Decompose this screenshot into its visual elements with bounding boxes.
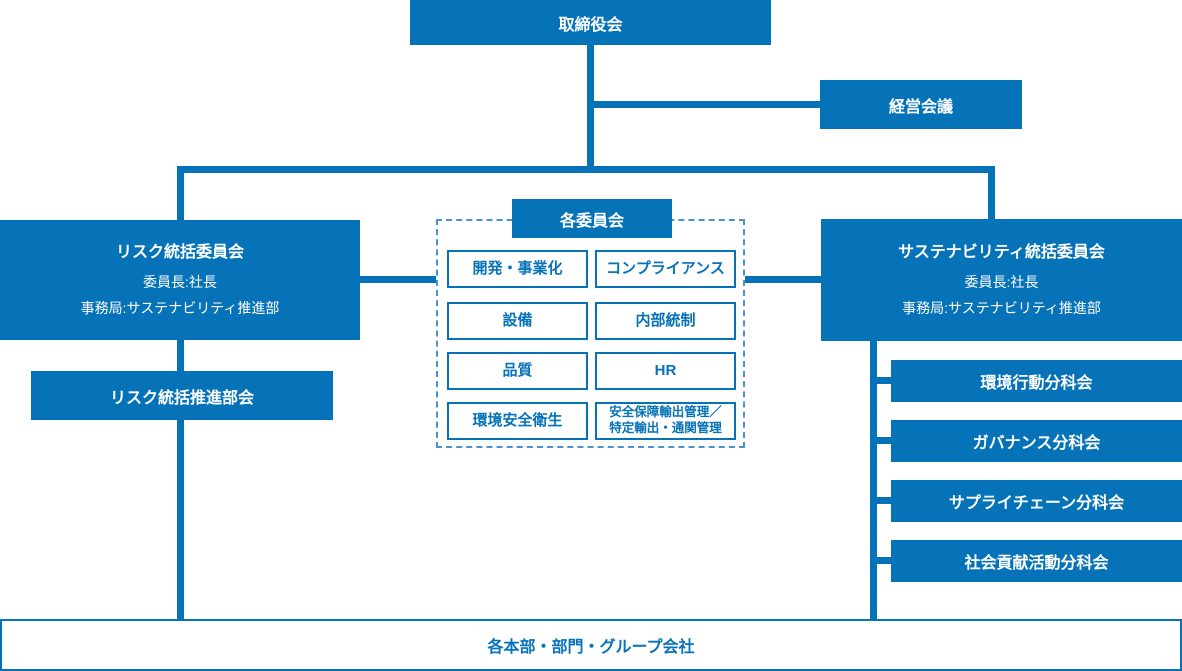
connector-left-drop (177, 166, 184, 220)
risk-committee-box: リスク統括委員会 委員長:社長 事務局:サステナビリティ推進部 (0, 220, 360, 340)
connector-right-drop (988, 166, 995, 219)
committee-item: 品質 (447, 352, 588, 390)
committee-item: 設備 (447, 302, 588, 340)
connector-subcommittee-tick-1 (870, 377, 891, 384)
management-meeting-label: 経営会議 (888, 98, 953, 116)
bottom-bar-label: 各本部・部門・グループ会社 (487, 639, 695, 656)
connector-main-horizontal (177, 166, 995, 173)
sustainability-committee-box: サステナビリティ統括委員会 委員長:社長 事務局:サステナビリティ推進部 (821, 219, 1182, 341)
subcommittee-box: ガバナンス分科会 (891, 420, 1182, 462)
connector-management-branch (590, 101, 820, 108)
subcommittee-label: ガバナンス分科会 (972, 435, 1101, 452)
committee-item: 安全保障輸出管理／ 特定輸出・通関管理 (595, 402, 736, 440)
subcommittee-label: 社会貢献活動分科会 (964, 555, 1109, 572)
subcommittee-box: 環境行動分科会 (891, 360, 1182, 402)
connector-mid-left (360, 276, 436, 283)
committee-item: 環境安全衛生 (447, 402, 588, 440)
committee-item: 内部統制 (595, 302, 736, 340)
bottom-bar: 各本部・部門・グループ会社 (0, 619, 1182, 671)
sustainability-committee-secretariat: 事務局:サステナビリティ推進部 (902, 300, 1101, 317)
subcommittee-label: 環境行動分科会 (980, 375, 1093, 392)
risk-committee-chair: 委員長:社長 (143, 273, 217, 290)
connector-subcommittee-tick-2 (870, 437, 891, 444)
subcommittee-label: サプライチェーン分科会 (948, 495, 1125, 512)
risk-promotion-box: リスク統括推進部会 (31, 371, 333, 420)
committee-item: 開発・事業化 (447, 250, 588, 288)
management-meeting-box: 経営会議 (820, 80, 1022, 129)
connector-subcommittee-tick-3 (870, 497, 891, 504)
board-of-directors-box: 取締役会 (410, 0, 771, 45)
risk-committee-title: リスク統括委員会 (115, 244, 244, 262)
connector-left-long-vertical (177, 340, 184, 619)
connector-subcommittee-tick-4 (870, 557, 891, 564)
sustainability-committee-chair: 委員長:社長 (964, 273, 1039, 290)
committee-item: コンプライアンス (595, 250, 736, 288)
committees-header-box: 各委員会 (512, 199, 672, 238)
risk-promotion-label: リスク統括推進部会 (109, 389, 254, 407)
board-of-directors-label: 取締役会 (558, 16, 623, 34)
subcommittee-box: 社会貢献活動分科会 (891, 540, 1182, 582)
connector-mid-right (745, 276, 821, 283)
subcommittee-box: サプライチェーン分科会 (891, 480, 1182, 522)
committee-item: HR (595, 352, 736, 390)
sustainability-committee-title: サステナビリティ統括委員会 (898, 244, 1105, 262)
committees-header-label: 各委員会 (559, 212, 624, 230)
risk-committee-secretariat: 事務局:サステナビリティ推進部 (80, 300, 280, 317)
connector-right-long-vertical (870, 341, 877, 619)
